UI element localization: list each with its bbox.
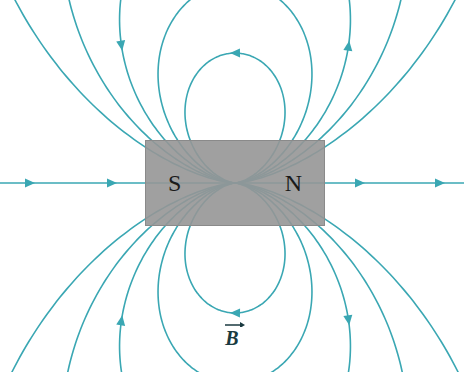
pole-letter: S: [168, 171, 181, 195]
field-label: B: [222, 327, 241, 349]
pole-letter: N: [285, 171, 302, 195]
field-arrow: [355, 179, 365, 188]
field-arrow: [230, 48, 240, 57]
vector-arrow-shaft: [225, 324, 240, 326]
field-arrow: [343, 40, 353, 51]
field-arrow: [435, 179, 445, 188]
field-arrow: [116, 315, 126, 326]
bar-magnet: SN: [145, 140, 325, 226]
field-arrow: [116, 40, 126, 51]
field-arrow: [230, 308, 240, 317]
field-arrow: [107, 179, 117, 188]
field-arrow: [343, 315, 353, 326]
field-arrow: [25, 179, 35, 188]
